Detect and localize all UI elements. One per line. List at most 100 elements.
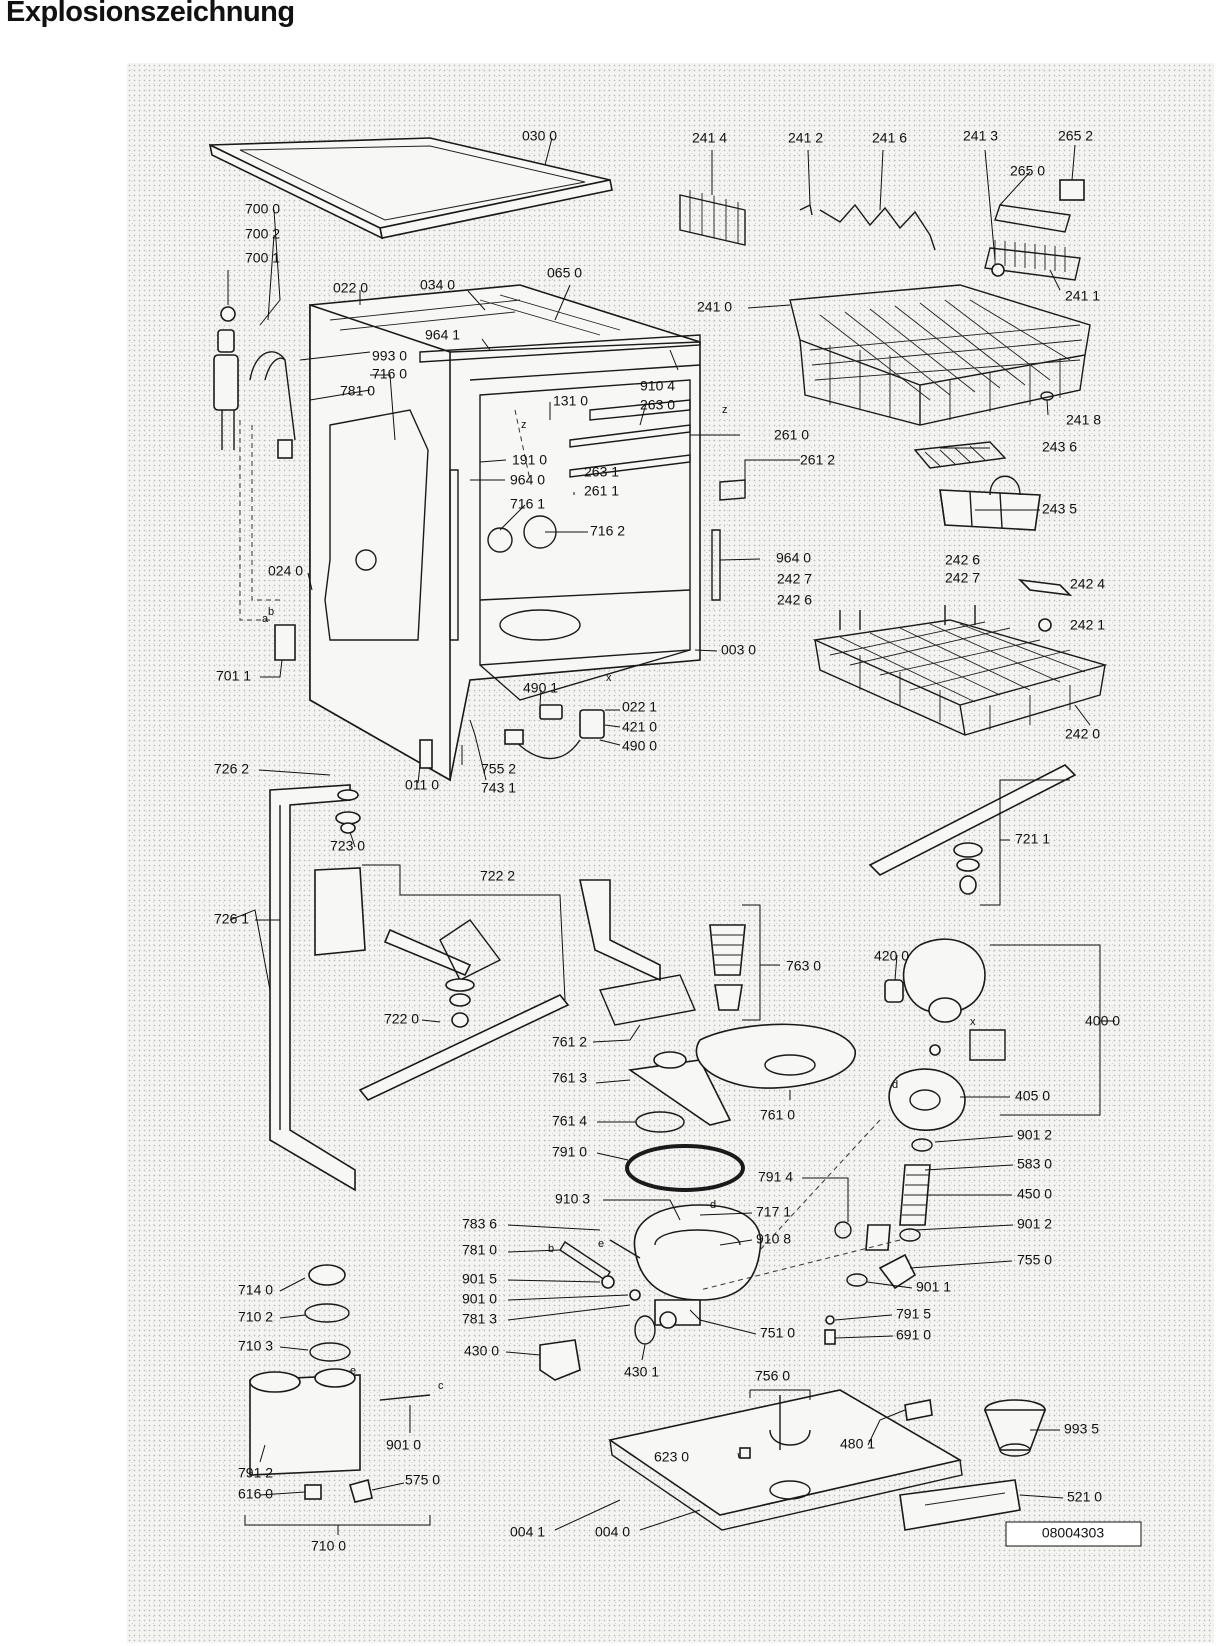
connect-line-e	[699, 1239, 901, 1291]
detail-markers: a b b c d d e e x x z z	[262, 404, 976, 1392]
label-242-6-b: 242 6	[777, 592, 812, 608]
label-241-6: 241 6	[872, 130, 907, 146]
marker-x-pump: x	[970, 1016, 976, 1028]
label-623-0: 623 0	[654, 1449, 689, 1465]
part-791-4	[834, 1221, 852, 1239]
part-242-4	[1017, 578, 1073, 597]
part-cup-shelf	[984, 179, 1085, 281]
part-755-0-elbow	[878, 1253, 917, 1290]
label-964-0-side: 964 0	[776, 550, 811, 566]
label-700-0: 700 0	[245, 201, 280, 217]
label-030-0: 030 0	[522, 128, 557, 144]
label-490-1: 490 1	[523, 680, 558, 696]
part-labels: 030 0 241 4 241 2 241 6 241 3 265 2 265 …	[214, 128, 1120, 1554]
label-721-1: 721 1	[1015, 831, 1050, 847]
label-263-1: 263 1	[584, 464, 619, 480]
label-791-0: 791 0	[552, 1144, 587, 1160]
part-base-pan	[608, 1389, 963, 1531]
label-022-0: 022 0	[333, 280, 368, 296]
label-265-2: 265 2	[1058, 128, 1093, 144]
label-993-0: 993 0	[372, 348, 407, 364]
part-filter	[709, 924, 746, 1011]
label-242-1: 242 1	[1070, 617, 1105, 633]
part-bracket-701	[274, 624, 296, 661]
part-water-softener	[249, 1264, 373, 1503]
label-400-0: 400 0	[1085, 1013, 1120, 1029]
part-seal-strip-left	[449, 469, 459, 641]
label-241-1: 241 1	[1065, 288, 1100, 304]
label-723-0: 723 0	[330, 838, 365, 854]
label-755-0: 755 0	[1017, 1252, 1052, 1268]
label-243-5: 243 5	[1042, 501, 1077, 517]
part-241-4-tines	[689, 190, 739, 243]
part-electrics-small	[504, 704, 605, 760]
leader-lines	[227, 137, 1115, 1535]
part-901-2-clamp	[911, 1138, 933, 1152]
label-791-2: 791 2	[238, 1465, 273, 1481]
label-131-0: 131 0	[553, 393, 588, 409]
part-761-3	[627, 1051, 732, 1126]
label-450-0: 450 0	[1017, 1186, 1052, 1202]
part-583-0	[865, 1224, 891, 1251]
part-control-panel-buttons	[924, 1492, 1006, 1506]
label-521-0: 521 0	[1067, 1489, 1102, 1505]
part-lower-spray-arm	[358, 919, 570, 1101]
label-964-0-inner: 964 0	[510, 472, 545, 488]
reference-number: 08004303	[1042, 1525, 1105, 1541]
label-701-1: 701 1	[216, 668, 251, 684]
marker-d-pump: d	[892, 1079, 898, 1091]
label-743-1: 743 1	[481, 780, 516, 796]
part-funnel	[983, 1399, 1047, 1457]
label-261-2: 261 2	[800, 452, 835, 468]
label-751-0: 751 0	[760, 1325, 795, 1341]
part-243-6-grid	[924, 445, 986, 467]
label-993-5: 993 5	[1064, 1421, 1099, 1437]
label-964-1: 964 1	[425, 327, 460, 343]
marker-b-top: b	[268, 606, 274, 618]
label-901-1: 901 1	[916, 1279, 951, 1295]
part-inlet-valve	[213, 306, 296, 459]
connect-line-d	[759, 1119, 881, 1251]
part-783-6	[609, 1239, 641, 1259]
marker-c: c	[438, 1380, 444, 1392]
part-sealing-ring	[625, 1144, 745, 1192]
label-910-3: 910 3	[555, 1191, 590, 1207]
label-242-7-a: 242 7	[777, 571, 812, 587]
label-583-0: 583 0	[1017, 1156, 1052, 1172]
label-420-0: 420 0	[874, 948, 909, 964]
drawing-sheet	[127, 63, 1214, 1643]
part-901-2-clamp-b	[899, 1228, 921, 1242]
label-791-5: 791 5	[896, 1306, 931, 1322]
label-691-0: 691 0	[896, 1327, 931, 1343]
marker-d-sump: d	[710, 1199, 716, 1211]
label-421-0: 421 0	[622, 719, 657, 735]
marker-z-side: z	[722, 404, 728, 416]
label-910-4: 910 4	[640, 378, 675, 394]
page-title: Explosionszeichnung	[6, 0, 295, 28]
label-901-2-b: 901 2	[1017, 1216, 1052, 1232]
connect-line-z	[514, 409, 531, 481]
part-seal-strip-right	[711, 529, 721, 601]
label-783-6: 783 6	[462, 1216, 497, 1232]
marker-e-heater: e	[598, 1238, 604, 1250]
label-242-6-a: 242 6	[945, 552, 980, 568]
label-726-1: 726 1	[214, 911, 249, 927]
part-lower-basket	[812, 605, 1108, 736]
label-756-0: 756 0	[755, 1368, 790, 1384]
part-clip-241-2	[799, 203, 813, 216]
part-hose-450	[899, 1164, 931, 1226]
part-761-2	[579, 879, 696, 1026]
label-004-0: 004 0	[595, 1524, 630, 1540]
label-241-8: 241 8	[1066, 412, 1101, 428]
label-405-0: 405 0	[1015, 1088, 1050, 1104]
part-sump	[633, 1204, 762, 1329]
label-241-4: 241 4	[692, 130, 727, 146]
label-726-2: 726 2	[214, 761, 249, 777]
part-242-1	[1038, 618, 1052, 632]
label-710-0: 710 0	[311, 1538, 346, 1554]
label-755-2: 755 2	[481, 761, 516, 777]
label-781-0-pump: 781 0	[462, 1242, 497, 1258]
part-foot	[419, 739, 433, 769]
label-022-1: 022 1	[622, 699, 657, 715]
